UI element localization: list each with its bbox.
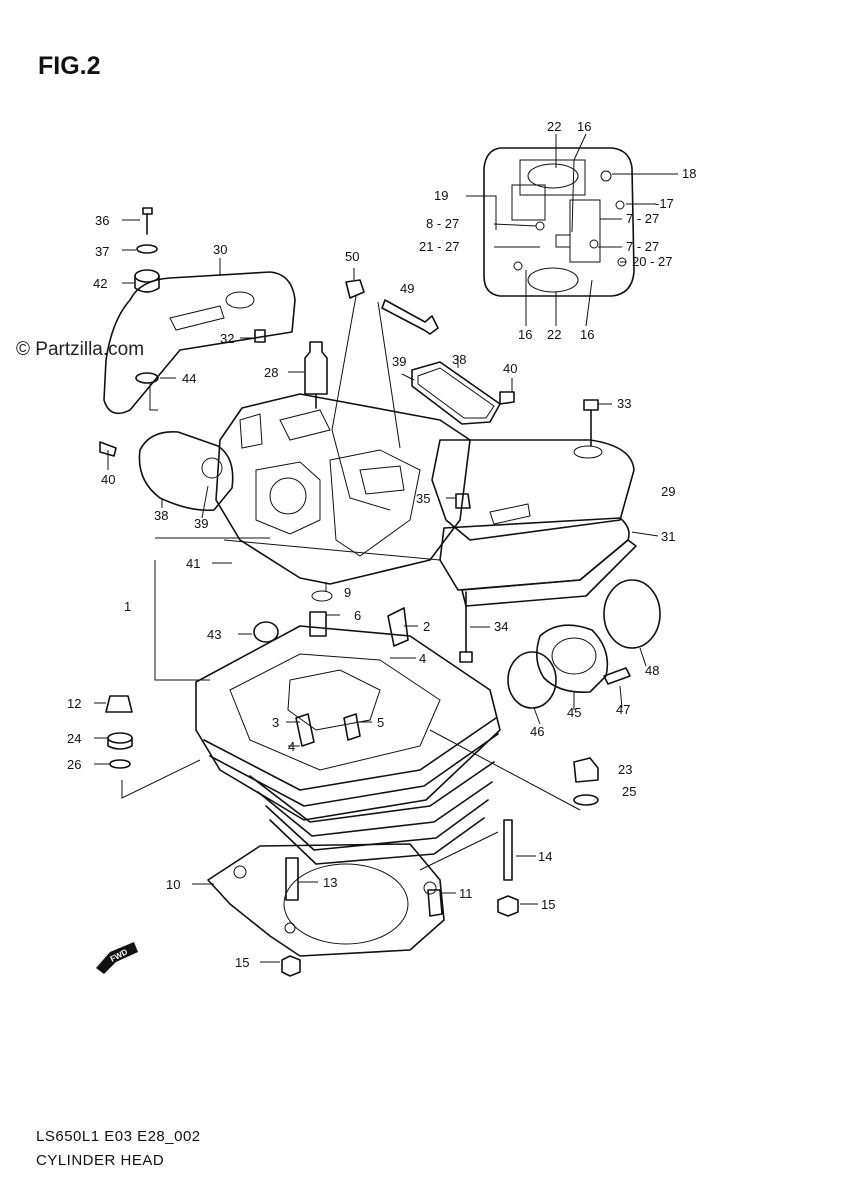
- callout-31: 31: [661, 529, 675, 544]
- callout-8-27: 8 - 27: [426, 216, 459, 231]
- callout-16-bottom-left: 16: [518, 327, 532, 342]
- callout-5: 5: [377, 715, 384, 730]
- callout-11: 11: [459, 886, 473, 901]
- callout-15-right: 15: [541, 897, 555, 912]
- callout-44: 44: [182, 371, 196, 386]
- callout-14: 14: [538, 849, 552, 864]
- callout-4-upper: 4: [419, 651, 426, 666]
- callout-43: 43: [207, 627, 221, 642]
- right-head-cover: [431, 399, 637, 607]
- intake-pipe-assembly: [507, 579, 661, 709]
- left-breather-cover: [99, 431, 234, 512]
- callout-12: 12: [67, 696, 81, 711]
- footer-diagram-name: CYLINDER HEAD: [36, 1152, 165, 1169]
- callout-47: 47: [616, 702, 630, 717]
- figure-title: FIG.2: [38, 52, 101, 80]
- upper-cylinder-head: [215, 393, 471, 585]
- callout-7-27-upper: 7 - 27: [626, 211, 659, 226]
- callout-38-top: 38: [452, 352, 466, 367]
- callout-6: 6: [354, 608, 361, 623]
- callout-23: 23: [618, 762, 632, 777]
- callout-4-lower: 4: [288, 739, 295, 754]
- callout-28: 28: [264, 365, 278, 380]
- fwd-arrow-icon: FWD: [96, 942, 138, 974]
- callout-22-top: 22: [547, 119, 561, 134]
- callout-33: 33: [617, 396, 631, 411]
- callout-45: 45: [567, 705, 581, 720]
- lower-cylinder-head: [195, 625, 501, 865]
- callout-40-left: 40: [101, 472, 115, 487]
- partzilla-watermark: © Partzilla.com: [16, 339, 145, 360]
- callout-39-top: 39: [392, 354, 406, 369]
- left-small-parts: [105, 695, 133, 769]
- bolt-49-50: [345, 279, 439, 335]
- callout-24: 24: [67, 731, 81, 746]
- nut-lower: [281, 955, 301, 977]
- stud-and-nut-right: [497, 819, 519, 917]
- callout-37: 37: [95, 244, 109, 259]
- callout-41: 41: [186, 556, 200, 571]
- callout-22-bottom: 22: [547, 327, 561, 342]
- callout-49: 49: [400, 281, 414, 296]
- callout-50: 50: [345, 249, 359, 264]
- callout-36: 36: [95, 213, 109, 228]
- footer-diagram-code: LS650L1 E03 E28_002: [36, 1128, 201, 1145]
- callout-17: -17: [655, 196, 674, 211]
- callout-19: 19: [434, 188, 448, 203]
- left-head-cover: [103, 271, 296, 415]
- callout-labels: 36 37 42 30 32 44 50 49 28 39 38 40 33 4…: [67, 119, 696, 970]
- leader-lines: [94, 133, 678, 963]
- callout-1: 1: [124, 599, 131, 614]
- left-bolt-stack: [134, 207, 160, 384]
- callout-46: 46: [530, 724, 544, 739]
- callout-20-27: 20 - 27: [632, 254, 672, 269]
- callout-16-top: 16: [577, 119, 591, 134]
- cap-nut-washer: [573, 757, 599, 806]
- callout-3: 3: [272, 715, 279, 730]
- callout-15-left: 15: [235, 955, 249, 970]
- callout-9: 9: [344, 585, 351, 600]
- callout-32: 32: [220, 331, 234, 346]
- callout-10: 10: [166, 877, 180, 892]
- callout-7-27-lower: 7 - 27: [626, 239, 659, 254]
- callout-2: 2: [423, 619, 430, 634]
- callout-38-left: 38: [154, 508, 168, 523]
- callout-25: 25: [622, 784, 636, 799]
- callout-18: 18: [682, 166, 696, 181]
- cylinder-gasket: [207, 843, 445, 957]
- callout-34: 34: [494, 619, 508, 634]
- callout-48: 48: [645, 663, 659, 678]
- callout-26: 26: [67, 757, 81, 772]
- callout-42: 42: [93, 276, 107, 291]
- callout-13: 13: [323, 875, 337, 890]
- callout-16-bottom-right: 16: [580, 327, 594, 342]
- callout-35: 35: [416, 491, 430, 506]
- callout-29: 29: [661, 484, 675, 499]
- callout-30: 30: [213, 242, 227, 257]
- callout-40-top: 40: [503, 361, 517, 376]
- cover-inner-inset: [483, 147, 635, 297]
- cover-gasket-top: [411, 361, 515, 425]
- callout-39-left: 39: [194, 516, 208, 531]
- valve-seal-parts: [253, 590, 409, 647]
- long-stud: [459, 591, 473, 663]
- callout-21-27: 21 - 27: [419, 239, 459, 254]
